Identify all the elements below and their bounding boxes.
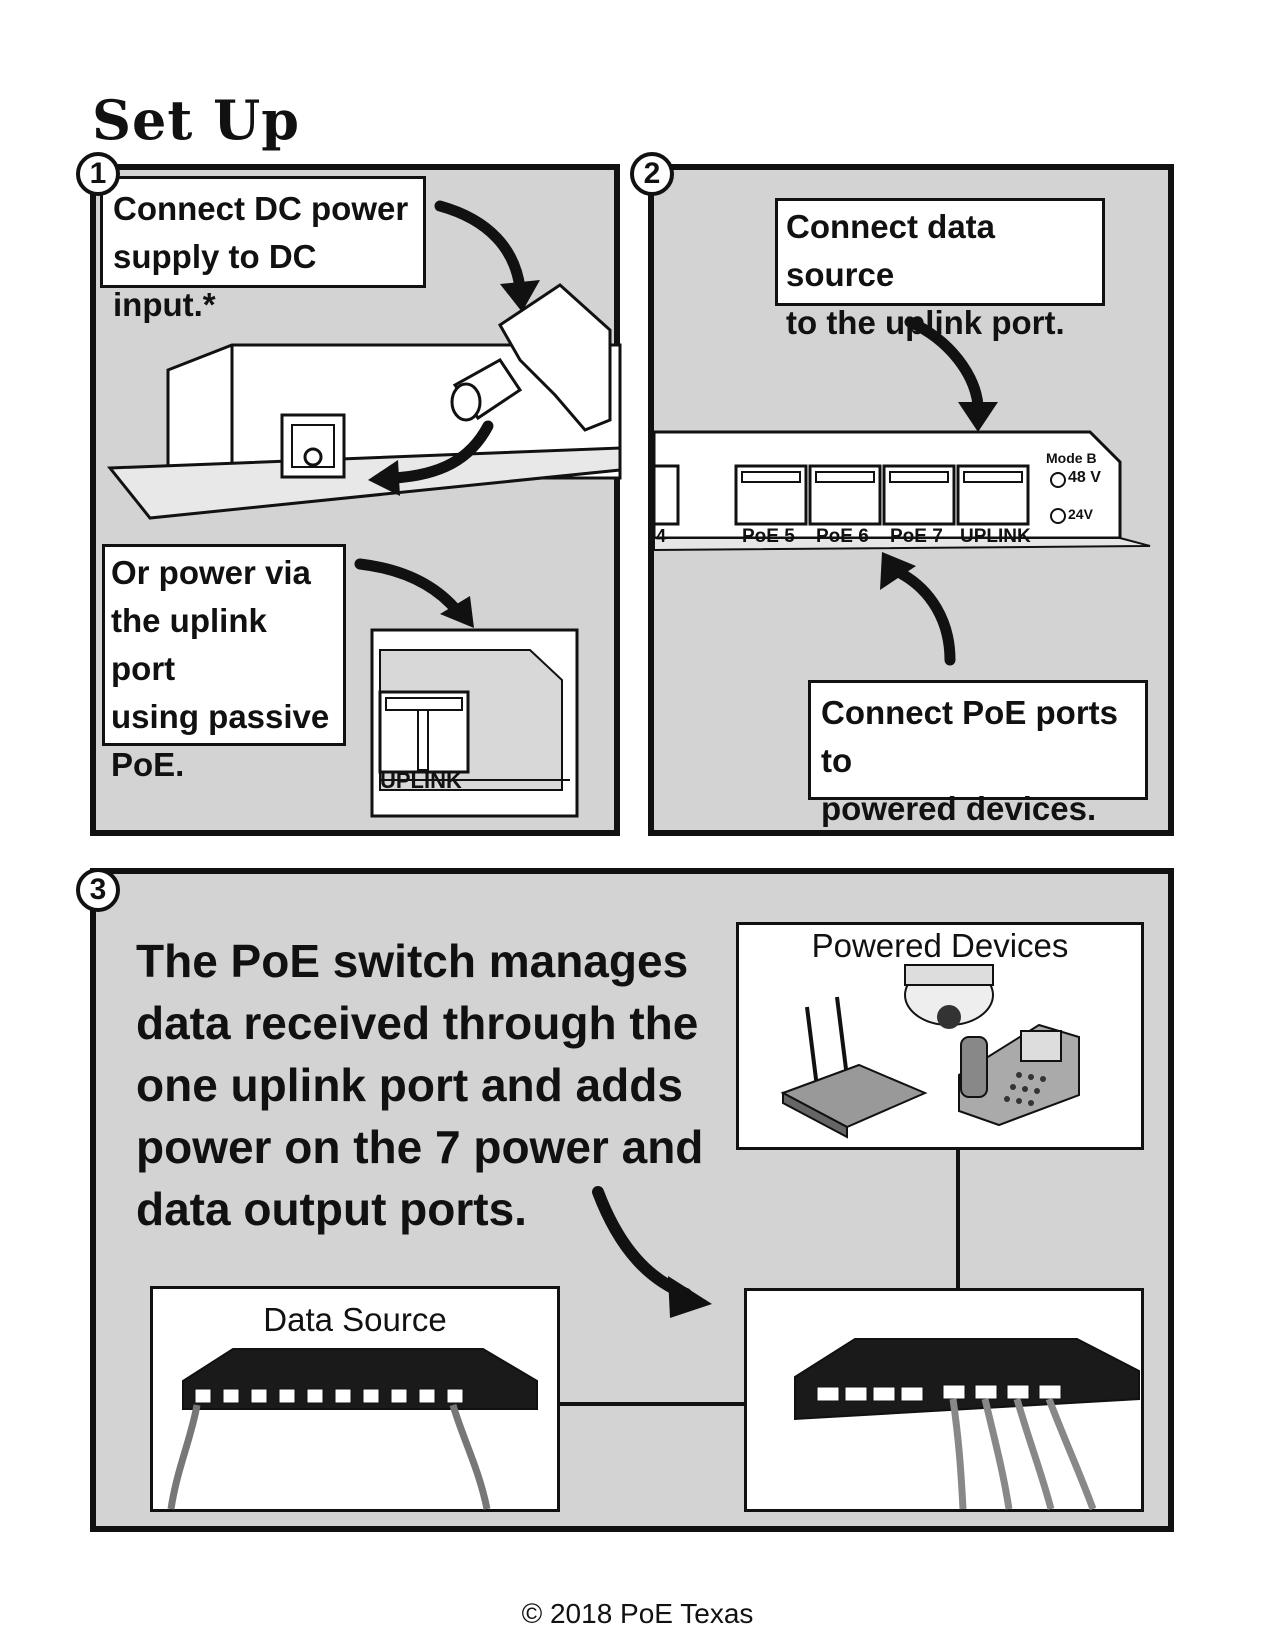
step-2-number: 2	[630, 152, 674, 196]
data-source-label: Data Source	[263, 1301, 447, 1338]
data-source-box: Data Source	[150, 1286, 560, 1512]
uplink-inset-label: UPLINK	[380, 768, 462, 793]
step-1-callout-dc-power: Connect DC power supply to DC input.*	[100, 176, 426, 323]
powered-devices-label: Powered Devices	[811, 927, 1069, 964]
mode-b-label: Mode B	[1046, 450, 1097, 466]
page-title: Set Up	[92, 88, 300, 152]
data-source-illustration	[167, 1348, 538, 1510]
port-label-poe6: PoE 6	[816, 526, 869, 547]
step-1-callout-passive-poe: Or power via the uplink port using passi…	[102, 544, 346, 783]
port-label-uplink: UPLINK	[960, 526, 1031, 547]
step-1-number: 1	[76, 152, 120, 196]
step-2-callout-poe-ports: Connect PoE ports to powered devices.	[808, 680, 1148, 827]
step-3-number: 3	[76, 868, 120, 912]
powered-devices-box: Powered Devices	[736, 922, 1144, 1150]
poe-switch-illustration	[794, 1338, 1140, 1511]
step-3-description: The PoE switch manages data received thr…	[136, 935, 704, 1235]
poe-switch-box	[744, 1288, 1144, 1512]
port-label-4: 4	[656, 526, 667, 546]
step-2-callout-data-source: Connect data source to the uplink port.	[775, 198, 1105, 341]
copyright-footer: © 2018 PoE Texas	[521, 1598, 754, 1629]
port-label-poe7: PoE 7	[890, 526, 943, 547]
voltage-24v-label: 24V	[1068, 506, 1093, 522]
powered-devices-illustration	[780, 964, 1080, 1139]
voltage-48v-label: 48 V	[1068, 469, 1101, 486]
port-label-poe5: PoE 5	[742, 526, 795, 547]
